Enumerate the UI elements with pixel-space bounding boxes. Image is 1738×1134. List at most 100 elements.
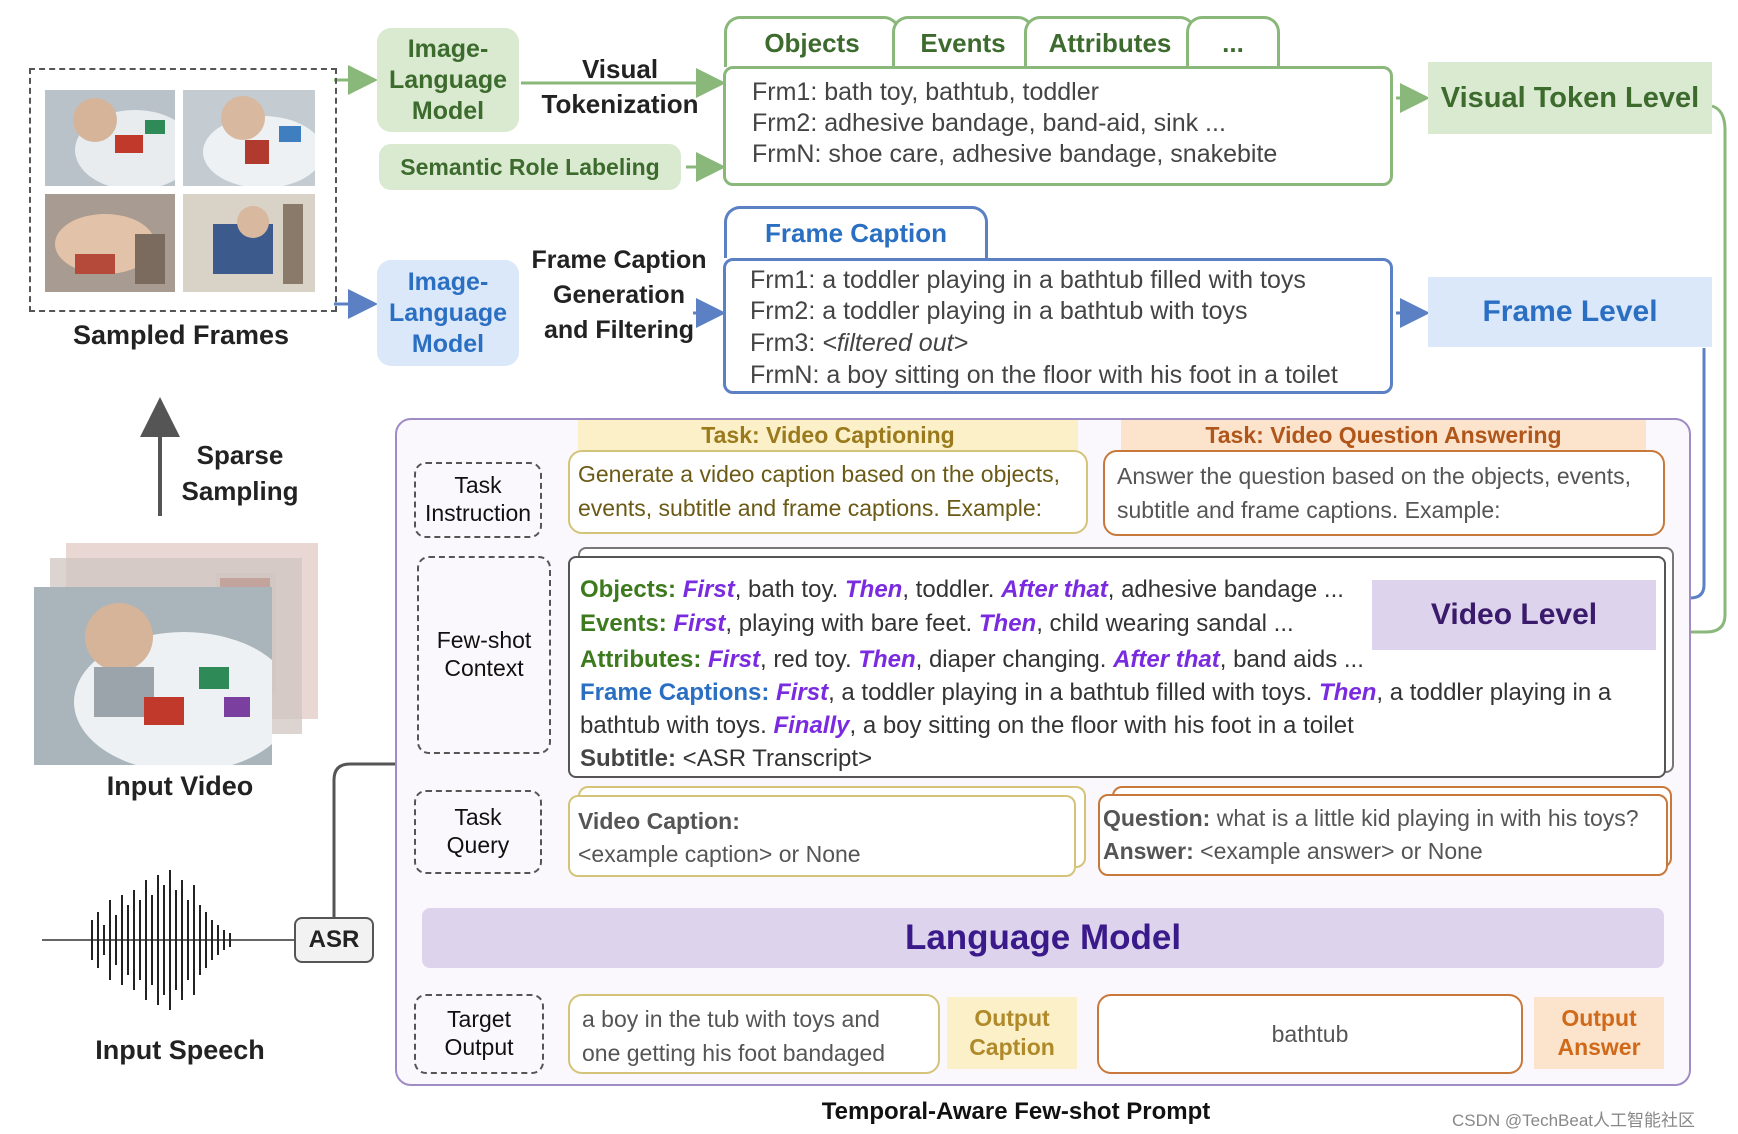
ctx-key: Frame Captions:	[580, 679, 770, 706]
sampled-frames-label: Sampled Frames	[72, 319, 290, 350]
ctx-key: Objects:	[580, 576, 677, 603]
output-answer-tag: Output Answer	[1534, 997, 1664, 1069]
vqa-query-box: Question: what is a little kid playing i…	[1098, 794, 1668, 876]
ctx-text: , diaper changing.	[915, 646, 1114, 673]
tab-more: ...	[1186, 16, 1280, 67]
watermark: CSDN @TechBeat人工智能社区	[1452, 1111, 1696, 1130]
ctx-text: , playing with bare feet.	[725, 610, 979, 637]
few-shot-context-label: Few-shot Context	[417, 556, 551, 754]
fewshot-line: Context	[444, 655, 524, 681]
prompt-title: Temporal-Aware Few-shot Prompt	[821, 1098, 1211, 1125]
ilm-line: Image-	[407, 34, 489, 63]
ctx-text: bathtub with toys.	[580, 712, 774, 739]
ctx-attributes-row: Attributes: First, red toy. Then, diaper…	[580, 646, 1364, 674]
ctx-key: Subtitle:	[580, 745, 676, 772]
task-vqa-header: Task: Video Question Answering	[1121, 420, 1646, 450]
temporal-word: Then	[858, 646, 916, 673]
ctx-text: , a toddler playing in a bathtub filled …	[828, 679, 1320, 706]
caption-row-prefix: Frm3:	[750, 329, 823, 357]
ilm-line: Image-	[407, 267, 489, 296]
asr-box: ASR	[294, 917, 374, 963]
temporal-word: Then	[978, 610, 1037, 637]
temporal-word: First	[776, 679, 829, 706]
gen-line: Generation	[553, 281, 685, 309]
speech-waveform	[91, 870, 231, 1010]
target-output-line: Output	[444, 1034, 514, 1060]
query-value: <example caption> or None	[578, 841, 861, 867]
output-caption-line: a boy in the tub with toys and	[582, 1006, 880, 1032]
task-query-line: Task	[454, 804, 502, 831]
image-language-model-top: Image- Language Model	[377, 28, 519, 132]
query-value: <example answer> or None	[1200, 838, 1483, 864]
frame-caption-box: Frm1: a toddler playing in a bathtub fil…	[723, 258, 1393, 394]
caption-row: Frm2: a toddler playing in a bathtub wit…	[750, 297, 1248, 325]
target-output-line: Target	[447, 1006, 511, 1033]
video-frame-front	[34, 587, 272, 765]
ilm-line: Model	[411, 329, 485, 358]
temporal-word: Then	[845, 576, 903, 603]
output-answer-box: bathtub	[1097, 994, 1523, 1074]
output-caption-line: one getting his foot bandaged	[582, 1040, 886, 1066]
ctx-text: , bath toy.	[734, 576, 846, 603]
task-query-label: Task Query	[414, 790, 542, 874]
frame-caption-generation-label: Frame Caption Generation and Filtering	[524, 243, 714, 348]
ctx-text: , a toddler playing in a	[1376, 679, 1612, 706]
ctx-events-row: Events: First, playing with bare feet. T…	[580, 610, 1294, 638]
frame-thumbnail	[183, 194, 315, 292]
ctx-frame-captions-row-2: bathtub with toys. Finally, a boy sittin…	[580, 712, 1354, 740]
video-level-box: Video Level	[1372, 580, 1656, 650]
visual-token-level-box: Visual Token Level	[1428, 62, 1712, 134]
caption-row-filtered: Frm3: <filtered out>	[750, 329, 968, 358]
frame-thumbnail	[45, 90, 175, 186]
visual-token-box: Frm1: bath toy, bathtub, toddler Frm2: a…	[723, 66, 1393, 186]
ctx-text: , adhesive bandage ...	[1107, 576, 1344, 603]
ilm-line: Language	[388, 298, 508, 327]
tab-attributes: Attributes	[1024, 16, 1196, 67]
output-tag-line: Output	[974, 1005, 1050, 1031]
temporal-word: After that	[1113, 646, 1220, 673]
frame-level-box: Frame Level	[1428, 277, 1712, 347]
temporal-word: After that	[1001, 576, 1108, 603]
task-instruction-label: Task Instruction	[414, 462, 542, 538]
ctx-key: Attributes:	[580, 646, 702, 673]
vqa-instruction-box: Answer the question based on the objects…	[1103, 450, 1665, 536]
output-tag-line: Output	[1561, 1005, 1637, 1031]
ctx-text: <ASR Transcript>	[682, 745, 873, 772]
ctx-objects-row: Objects: First, bath toy. Then, toddler.…	[580, 576, 1344, 604]
caption-query-box: Video Caption: <example caption> or None	[568, 795, 1076, 877]
ilm-line: Model	[411, 96, 485, 125]
ctx-text: , a boy sitting on the floor with his fo…	[849, 712, 1354, 739]
image-language-model-mid: Image- Language Model	[377, 260, 519, 366]
temporal-word: First	[673, 610, 726, 637]
query-key: Question:	[1103, 805, 1211, 831]
frame-thumbnail	[45, 194, 175, 292]
visual-tokenization-line: Visual	[581, 54, 659, 84]
semantic-role-labeling-box: Semantic Role Labeling	[379, 144, 681, 190]
query-key: Video Caption:	[578, 808, 740, 834]
instruction-line: events, subtitle and frame captions. Exa…	[578, 495, 1043, 521]
ctx-subtitle-row: Subtitle: <ASR Transcript>	[580, 745, 872, 773]
task-instruction-line: Task	[454, 472, 502, 499]
target-output-label: Target Output	[414, 994, 544, 1074]
ilm-line: Language	[388, 65, 508, 94]
gen-line: Frame Caption	[531, 246, 707, 274]
tab-objects: Objects	[724, 16, 900, 67]
token-row: FrmN: shoe care, adhesive bandage, snake…	[752, 140, 1278, 168]
token-row: Frm2: adhesive bandage, band-aid, sink .…	[752, 109, 1226, 137]
caption-row: FrmN: a boy sitting on the floor with hi…	[750, 361, 1338, 389]
instruction-line: Answer the question based on the objects…	[1117, 463, 1631, 489]
instruction-line: subtitle and frame captions. Example:	[1117, 497, 1501, 523]
output-caption-tag: Output Caption	[947, 997, 1077, 1069]
ctx-text: , red toy.	[760, 646, 859, 673]
input-video-label: Input Video	[106, 770, 254, 801]
task-query-line: Query	[446, 832, 510, 858]
sparse-sampling-line: Sparse	[196, 440, 284, 470]
output-caption-box: a boy in the tub with toys and one getti…	[568, 994, 940, 1074]
sampled-frames-box	[29, 68, 337, 312]
tab-events: Events	[892, 16, 1034, 67]
frame-thumbnail	[183, 90, 315, 186]
caption-row: Frm1: a toddler playing in a bathtub fil…	[750, 266, 1306, 294]
task-captioning-header: Task: Video Captioning	[578, 420, 1078, 450]
caption-instruction-box: Generate a video caption based on the ob…	[568, 450, 1088, 534]
